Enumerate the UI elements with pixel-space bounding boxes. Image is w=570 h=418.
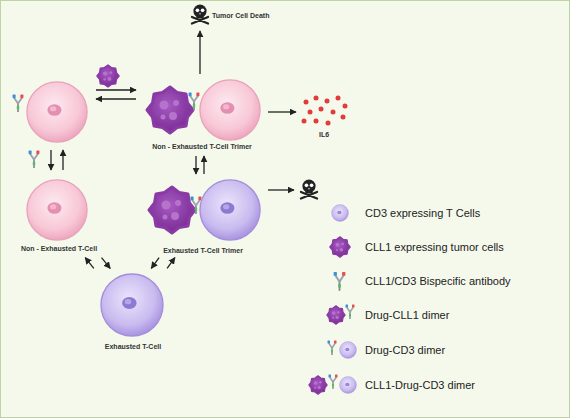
legend-tumor-icon <box>327 306 345 324</box>
tumor-cell <box>96 64 120 88</box>
reaction-arrow <box>195 156 196 174</box>
node-label: Exhausted T-Cell Trimer <box>140 246 266 255</box>
reaction-arrow <box>85 258 94 269</box>
legend-text: CLL1-Drug-CD3 dimer <box>365 378 565 392</box>
exhausted-t-cell <box>101 274 163 336</box>
reaction-arrow <box>62 150 63 170</box>
node-label: Non - Exhausted T-Cell <box>5 244 113 253</box>
legend-antibody-icon <box>328 341 337 355</box>
tumor-cell <box>97 65 119 87</box>
t-cell <box>27 82 87 142</box>
skull-symbol <box>192 4 208 23</box>
il6-dots <box>302 96 348 126</box>
legend-t-cell-icon <box>340 377 357 394</box>
reaction-arrow <box>102 258 111 269</box>
legend-text: CLL1 expressing tumor cells <box>365 240 565 254</box>
node-label: Exhausted T-Cell <box>94 342 172 351</box>
antibody-symbol <box>29 151 40 168</box>
reaction-arrow <box>167 258 175 269</box>
reaction-arrow <box>268 111 296 112</box>
t-cell-node: Exhausted T-Cell <box>94 270 172 354</box>
reaction-arrow <box>203 156 204 174</box>
outcome-skull: Tumor Cell Death <box>188 3 272 29</box>
node-label: IL6 <box>298 130 350 139</box>
antibody-symbol <box>189 93 200 110</box>
reaction-arrow <box>96 98 136 99</box>
reaction-arrow <box>50 150 51 170</box>
reaction-arrow <box>199 31 200 74</box>
tumor-cell <box>147 87 193 133</box>
legend-antibody-icon <box>334 272 346 290</box>
legend-t-cell-icon <box>332 205 349 222</box>
legend-antibody-icon <box>329 375 338 389</box>
t-cell-node: Non - Exhausted T-Cell <box>5 172 113 256</box>
legend-text: CLL1/CD3 Bispecific antibody <box>365 274 565 288</box>
drug-cd3-dimer <box>8 76 94 148</box>
trimer-node: Non - Exhausted T-Cell Trimer <box>138 76 266 154</box>
cytokine-node: IL6 <box>298 92 350 144</box>
antibody-symbol <box>13 95 24 112</box>
reaction-arrow <box>268 189 294 190</box>
reaction-arrow <box>96 89 136 90</box>
tumor-cell <box>149 187 195 233</box>
legend-text: CD3 expressing T Cells <box>365 206 565 220</box>
legend-text: Drug-CD3 dimer <box>365 343 565 357</box>
legend-t-cell-icon <box>340 342 357 359</box>
node-label: Non - Exhausted T-Cell Trimer <box>138 142 266 151</box>
reaction-arrow <box>151 258 159 269</box>
t-cell <box>27 180 87 240</box>
skull-symbol <box>301 179 317 198</box>
legend-text: Drug-CLL1 dimer <box>365 308 565 322</box>
legend-tumor-icon <box>309 376 327 394</box>
trimer-node: Exhausted T-Cell Trimer <box>140 176 266 256</box>
legend-tumor-icon <box>330 237 350 257</box>
exhausted-t-cell <box>200 180 260 240</box>
legend-antibody-icon <box>346 305 355 319</box>
node-label: Tumor Cell Death <box>212 11 274 20</box>
outcome-skull <box>296 176 322 202</box>
t-cell <box>200 80 260 140</box>
